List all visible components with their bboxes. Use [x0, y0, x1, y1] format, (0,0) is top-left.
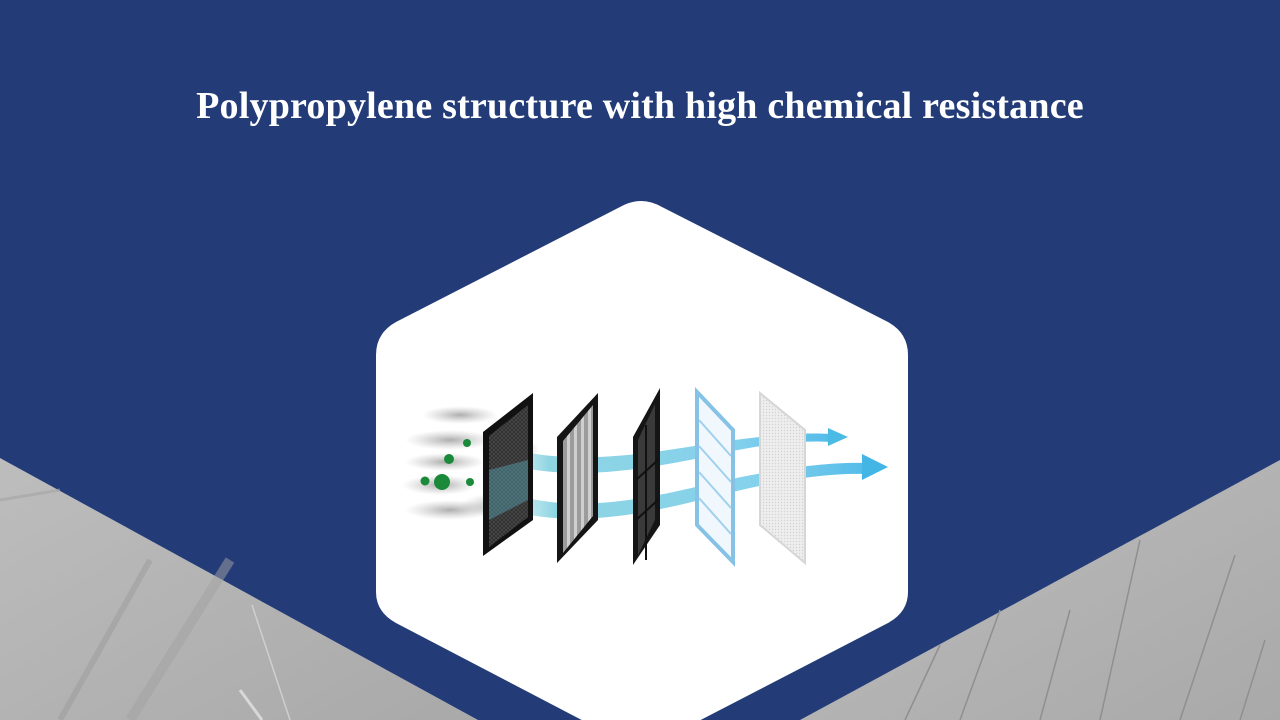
- arrow-head-lower: [862, 454, 888, 480]
- green-particles: [420, 439, 474, 490]
- grey-corner-right: [800, 460, 1280, 720]
- filter-layer-2: [557, 393, 598, 563]
- slide-title: Polypropylene structure with high chemic…: [196, 85, 1084, 127]
- filter-layer-4: [695, 386, 735, 567]
- filter-layer-1: [483, 393, 533, 556]
- filter-layer-3: [633, 388, 660, 565]
- arrow-head-upper: [828, 428, 848, 446]
- filter-illustration: [402, 386, 888, 567]
- filter-layer-5: [759, 390, 806, 566]
- grey-corner-left: [0, 458, 478, 720]
